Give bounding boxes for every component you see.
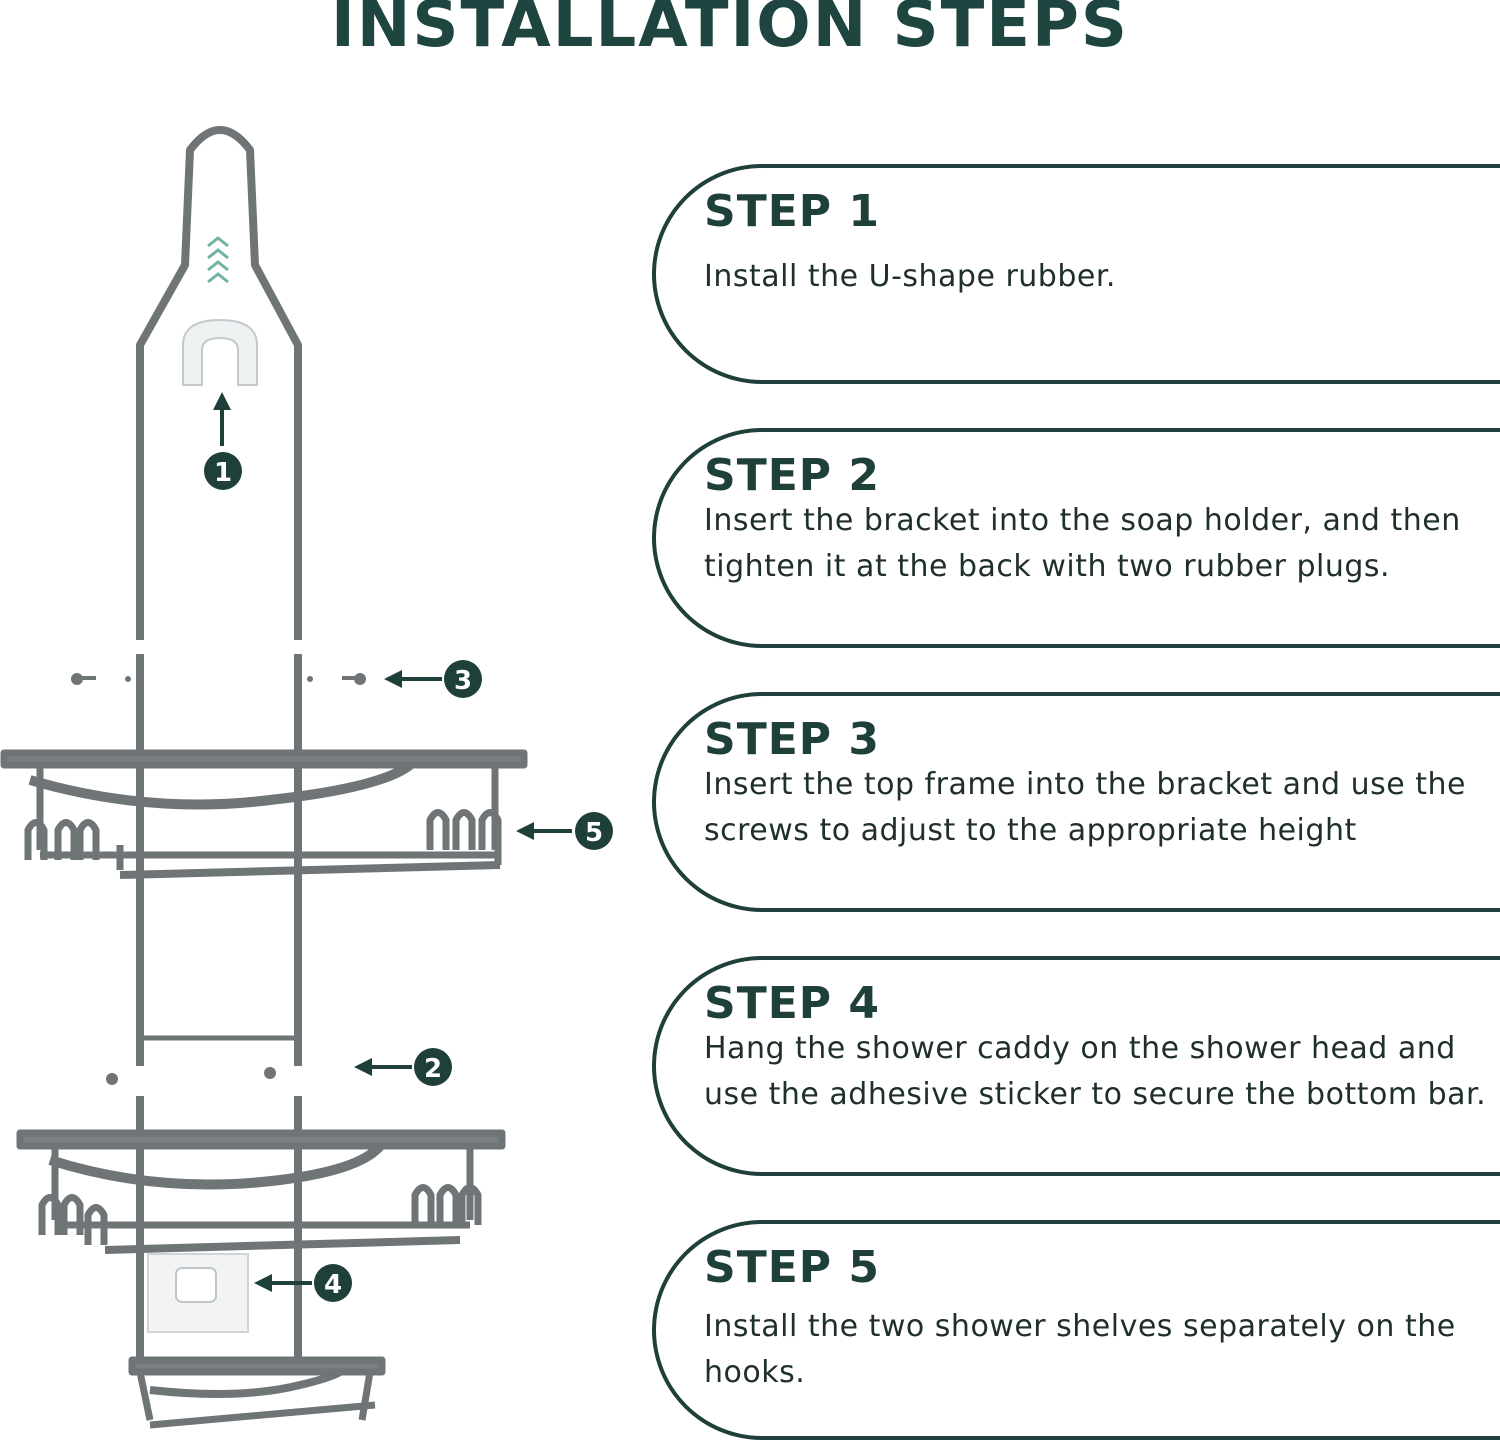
arrow-left-icon [254,670,572,1292]
step-1-text: Install the U-shape rubber. [704,259,1116,294]
step-1-title: STEP 1 [704,186,880,237]
soap-dish [128,1356,386,1429]
svg-text:1: 1 [214,458,232,488]
step-4-title: STEP 4 [704,978,880,1029]
step-card-1: STEP 1 Install the U-shape rubber. [652,164,1500,384]
step-card-4: STEP 4 Hang the shower caddy on the show… [652,956,1500,1176]
step-5-title: STEP 5 [704,1242,880,1293]
shower-caddy-illustration: 1 [0,126,613,1429]
step-2-text: Insert the bracket into the soap holder,… [704,503,1461,584]
hanger-frame [136,126,302,644]
chevron-up-icon [207,236,229,284]
step-card-3: STEP 3 Insert the top frame into the bra… [652,692,1500,912]
u-shape-rubber-icon [182,318,258,386]
callout-3 [444,660,482,698]
bottom-shelf [16,1129,506,1254]
svg-text:3: 3 [454,666,472,696]
rubber-plugs [71,673,366,1085]
top-shelf [0,749,528,879]
step-2-title: STEP 2 [704,450,880,501]
step-5-text: Install the two shower shelves separatel… [704,1309,1456,1390]
svg-text:4: 4 [324,1270,342,1300]
step-card-5: STEP 5 Install the two shower shelves se… [652,1220,1500,1440]
svg-text:5: 5 [585,818,603,848]
step-3-title: STEP 3 [704,714,880,765]
callout-2 [414,1048,452,1086]
step-card-2: STEP 2 Insert the bracket into the soap … [652,428,1500,648]
page-title: INSTALLATION STEPS [331,0,1129,62]
arrow-up-icon [213,392,231,446]
callout-4 [314,1264,352,1302]
svg-text:2: 2 [424,1054,442,1084]
step-4-text: Hang the shower caddy on the shower head… [704,1031,1487,1112]
callout-5 [575,812,613,850]
callout-1 [204,452,242,490]
step-3-text: Insert the top frame into the bracket an… [704,767,1466,848]
adhesive-sticker-icon [147,1253,249,1333]
